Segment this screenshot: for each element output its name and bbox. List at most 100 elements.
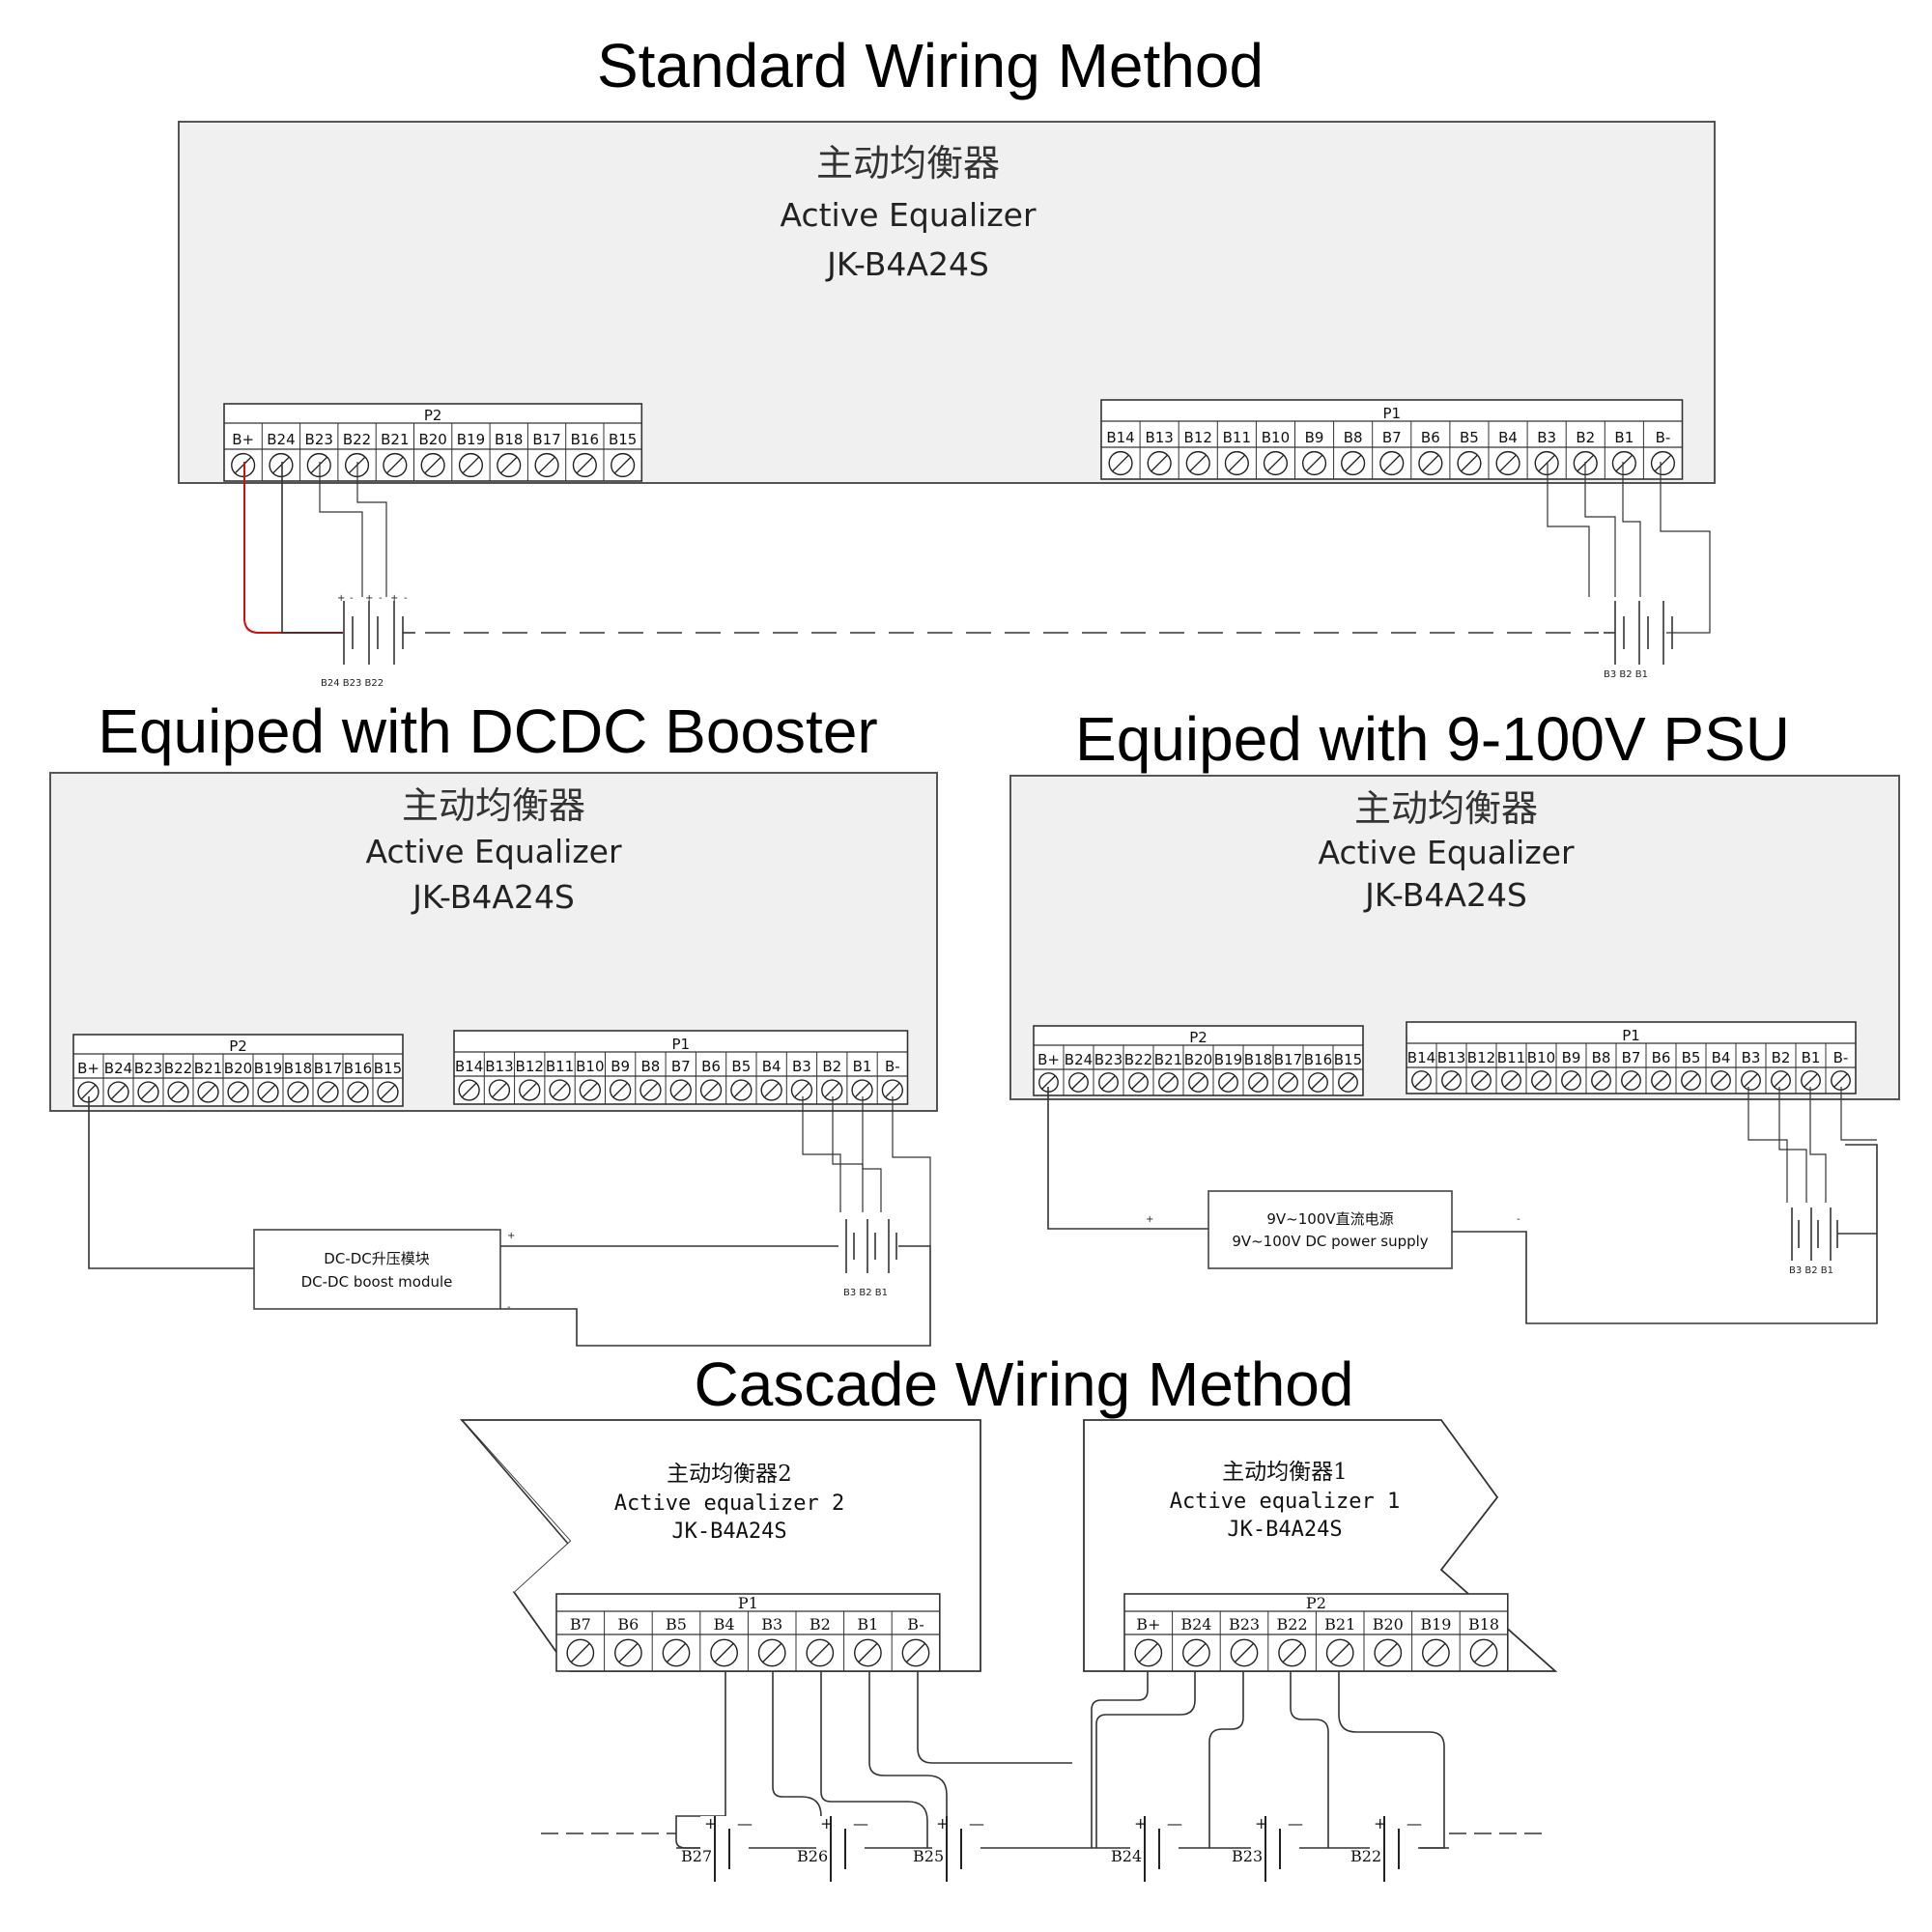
minus-sign: — (1406, 1814, 1422, 1833)
minus-sign: - (350, 593, 354, 604)
terminal-screw-icon (1218, 1072, 1238, 1093)
device-name-cn: 主动均衡器 (402, 784, 585, 827)
terminal-label: B+ (1037, 1051, 1060, 1068)
terminal-screw-icon (1068, 1072, 1089, 1093)
terminal-screw-icon (1325, 1638, 1354, 1667)
dcdc-wires: DC-DC升压模块 DC-DC boost module + - B3 B2 B… (88, 1096, 931, 1347)
plus-sign: + (390, 593, 398, 604)
terminal-screw-icon (1147, 450, 1172, 476)
psu-minus-sign: - (1517, 1214, 1520, 1225)
terminal-screw-icon (1230, 1638, 1259, 1667)
cascade-b23-wire (1208, 1671, 1244, 1848)
terminal-screw-icon (1534, 450, 1559, 476)
connector-label: P2 (1306, 1594, 1326, 1612)
psu-power-supply (1208, 1190, 1453, 1269)
terminal-label: B4 (762, 1058, 781, 1075)
terminal-screw-icon (610, 1079, 632, 1101)
terminal-screw-icon (1158, 1072, 1179, 1093)
terminal-label: B23 (1094, 1051, 1122, 1068)
terminal-screw-icon (757, 1638, 786, 1667)
minus-sign: — (1288, 1814, 1303, 1833)
terminal-screw-icon (534, 452, 559, 478)
terminal-label: B6 (1652, 1049, 1671, 1066)
terminal-label: B7 (1622, 1049, 1641, 1066)
terminal-label: B5 (666, 1615, 687, 1634)
terminal-screw-icon (1224, 450, 1249, 476)
psu-wires: + 9V~100V直流电源 9V~100V DC power supply - … (1047, 1087, 1878, 1324)
cascade-b2-wire (820, 1671, 928, 1848)
terminal-screw-icon (1301, 450, 1327, 476)
terminal-screw-icon (488, 1079, 511, 1101)
terminal-screw-icon (1418, 450, 1443, 476)
connector-label: P2 (229, 1037, 247, 1055)
terminal-label: B6 (1421, 429, 1440, 446)
terminal-screw-icon (1188, 1072, 1208, 1093)
psu-cell-labels: B3 B2 B1 (1789, 1265, 1833, 1276)
terminal-label: B9 (611, 1058, 630, 1075)
device-model: JK-B4A24S (825, 245, 989, 283)
terminal-label: B21 (1154, 1051, 1182, 1068)
terminal-screw-icon (1457, 450, 1482, 476)
terminal-label: B3 (1537, 429, 1556, 446)
device-name-en: Active Equalizer (1318, 834, 1574, 871)
terminal-screw-icon (458, 452, 484, 478)
terminal-screw-icon (383, 452, 408, 478)
terminal-screw-icon (458, 1079, 480, 1101)
terminal-screw-icon (1379, 450, 1405, 476)
terminal-screw-icon (347, 1081, 369, 1103)
b24-wire (281, 462, 343, 634)
terminal-screw-icon (699, 1079, 723, 1101)
cascade-bplus-wire (1091, 1671, 1149, 1848)
minus-sign: — (853, 1814, 868, 1833)
terminal-screw-icon (1248, 1072, 1268, 1093)
terminal-label: B13 (1145, 429, 1173, 446)
terminal-screw-icon (1308, 1072, 1328, 1093)
cell-label: B26 (797, 1847, 828, 1865)
terminal-label: B6 (701, 1058, 721, 1075)
terminal-screw-icon (730, 1079, 753, 1101)
terminal-screw-icon (1591, 1070, 1611, 1091)
psu-b2-wire (1778, 1087, 1807, 1203)
terminal-screw-icon (167, 1081, 189, 1103)
terminal-label: B21 (1324, 1615, 1355, 1634)
terminal-label: B20 (1373, 1615, 1404, 1634)
terminal-screw-icon (669, 1079, 692, 1101)
terminal-screw-icon (306, 452, 331, 478)
terminal-screw-icon (1182, 1638, 1210, 1667)
terminal-label: B18 (284, 1060, 312, 1077)
cascade-b22-wire (1290, 1671, 1329, 1848)
terminal-screw-icon (1098, 1072, 1119, 1093)
terminal-label: B12 (1184, 429, 1212, 446)
left-cell-labels: B24 B23 B22 (321, 678, 384, 689)
plus-sign: + (365, 593, 373, 604)
terminal-screw-icon (710, 1638, 738, 1667)
terminal-screw-icon (1374, 1638, 1403, 1667)
dcdc-b3-wire (802, 1096, 841, 1212)
connector-label: P1 (671, 1036, 690, 1053)
terminal-screw-icon (497, 452, 522, 478)
terminal-label: B2 (1772, 1049, 1791, 1066)
dcdc-bplus-wire (88, 1096, 254, 1269)
device-name-en: Active Equalizer (780, 196, 1036, 234)
dcdc-minus-sign: - (507, 1302, 511, 1313)
right-cell-labels: B3 B2 B1 (1604, 669, 1648, 680)
terminal-label: B7 (570, 1615, 591, 1634)
terminal-screw-icon (566, 1638, 595, 1667)
terminal-screw-icon (1711, 1070, 1731, 1091)
terminal-label: B- (1833, 1049, 1849, 1066)
terminal-label: B6 (617, 1615, 639, 1634)
terminal-label: B18 (1244, 1051, 1272, 1068)
terminal-label: B3 (1742, 1049, 1761, 1066)
terminal-screw-icon (639, 1079, 662, 1101)
terminal-label: B14 (1407, 1049, 1435, 1066)
terminal-label: B8 (1592, 1049, 1611, 1066)
device-model: JK-B4A24S (411, 878, 575, 916)
cell-label: B24 (1111, 1847, 1142, 1865)
terminal-label: B4 (1498, 429, 1518, 446)
terminal-label: B9 (1305, 429, 1324, 446)
terminal-screw-icon (287, 1081, 309, 1103)
battery-cell-b24: +—B24 (1111, 1814, 1182, 1882)
minus-sign: — (737, 1814, 753, 1833)
